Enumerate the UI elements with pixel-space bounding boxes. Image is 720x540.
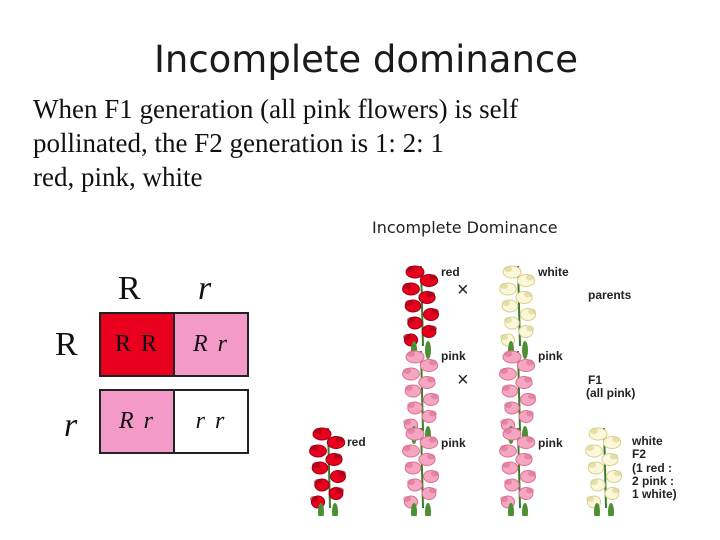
cell-genotype: r r <box>195 408 227 434</box>
snapdragon-spike-red <box>309 427 346 516</box>
figure-title: Incomplete Dominance <box>372 218 558 237</box>
snapdragon-figure <box>309 265 622 516</box>
label-parents: parents <box>588 288 632 302</box>
cell-genotype: R r <box>119 408 155 434</box>
label-pink-f2-left: pink <box>441 436 466 450</box>
row-header-r: r <box>64 407 78 444</box>
label-f1: F1 <box>588 373 603 387</box>
label-white-f2: white <box>632 434 663 448</box>
snapdragon-spike-white <box>585 427 622 516</box>
body-line-2: pollinated, the F2 generation is 1: 2: 1 <box>33 128 444 158</box>
label-ratio-white: 1 white) <box>632 487 677 501</box>
label-red-parent: red <box>441 265 460 279</box>
label-white-parent: white <box>538 265 569 279</box>
cell-genotype: R r <box>193 331 229 357</box>
punnett-cell-Rr-top: R r <box>173 312 249 377</box>
snapdragon-spike-red <box>402 265 439 359</box>
label-ratio-pink: 2 pink : <box>632 474 675 488</box>
body-line-3: red, pink, white <box>33 162 203 192</box>
col-header-r: r <box>198 270 212 307</box>
label-pink-f1-left: pink <box>441 349 466 363</box>
punnett-cell-RR: R R <box>99 312 175 377</box>
body-line-1: When F1 generation (all pink flowers) is… <box>33 94 519 124</box>
col-header-R: R <box>118 270 141 307</box>
punnett-cell-rr: r r <box>173 389 249 454</box>
label-pink-f1-right: pink <box>538 349 563 363</box>
row-header-R: R <box>55 326 78 363</box>
body-text: When F1 generation (all pink flowers) is… <box>33 92 703 194</box>
label-f2: F2 <box>632 447 647 461</box>
label-f1-note: (all pink) <box>586 386 636 400</box>
snapdragon-spike-white <box>499 265 536 359</box>
snapdragon-spike-pink <box>402 350 439 444</box>
label-red-f2: red <box>347 435 366 449</box>
cross-symbol-f1: × <box>457 369 469 391</box>
snapdragon-spike-pink <box>499 427 536 516</box>
cell-genotype: R R <box>114 331 159 357</box>
label-ratio-red: (1 red : <box>632 461 673 475</box>
slide-title: Incomplete dominance <box>153 38 579 81</box>
snapdragon-spike-pink <box>402 427 439 516</box>
label-pink-f2-right: pink <box>538 436 563 450</box>
cross-symbol-parents: × <box>457 279 469 301</box>
punnett-cell-Rr-bottom: R r <box>99 389 175 454</box>
